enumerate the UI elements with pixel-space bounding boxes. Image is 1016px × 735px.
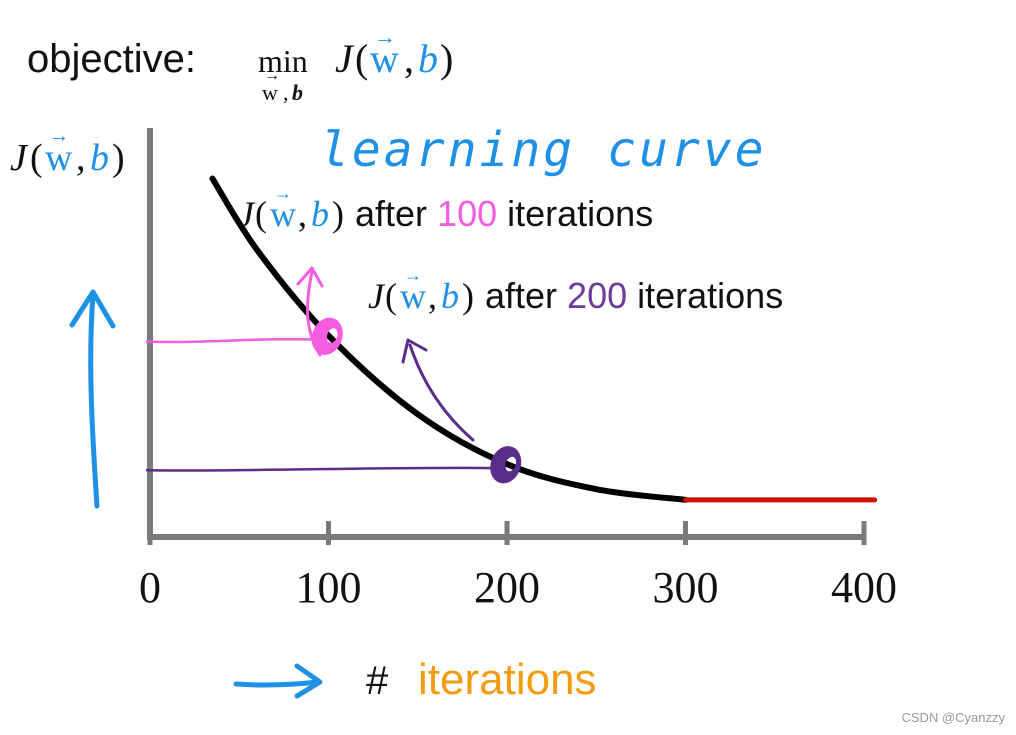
series-line-decreasing xyxy=(209,175,689,503)
ylabel-open: ( xyxy=(30,137,43,179)
objective-subscript-w: w xyxy=(262,80,278,105)
highlight-scribble xyxy=(322,324,342,347)
annotation-100: J ( w → , b ) after 100 iterations xyxy=(238,183,653,234)
purple-annotation-arrow-icon xyxy=(408,343,475,442)
x-ticks: 0 100 200 300 400 xyxy=(139,521,897,612)
x-tick-label: 200 xyxy=(474,563,540,612)
right-arrow-icon xyxy=(233,679,321,688)
guide-line-100 xyxy=(145,337,319,344)
annotation-200-close: ) xyxy=(462,276,474,316)
objective-comma: , xyxy=(404,36,414,81)
ylabel-w: w xyxy=(45,137,73,179)
annotation-100-b: b xyxy=(311,194,329,234)
ylabel-J: J xyxy=(10,137,29,179)
annotation-100-w: w xyxy=(270,194,296,234)
watermark: CSDN @Cyanzzy xyxy=(902,710,1006,725)
objective-b: b xyxy=(418,36,438,81)
vector-arrow-icon: → xyxy=(404,265,422,285)
objective-subscript-b: b xyxy=(292,80,303,105)
objective-close-paren: ) xyxy=(440,36,453,81)
svg-text:after 100 iterations: after 100 iterations xyxy=(345,193,653,234)
right-arrow-head-icon xyxy=(294,663,323,699)
pink-arrow-head-icon xyxy=(296,266,324,288)
up-arrow-icon xyxy=(88,292,100,509)
objective-label: objective: xyxy=(27,37,196,81)
highlight-scribble xyxy=(501,452,521,476)
annotation-200-w: w xyxy=(400,276,426,316)
annotation-200-comma: , xyxy=(428,276,437,316)
pink-annotation-arrow-icon xyxy=(305,270,322,357)
vector-arrow-icon: → xyxy=(374,24,396,49)
annotation-200-before: after xyxy=(475,275,567,316)
x-tick-label: 100 xyxy=(296,563,362,612)
xlabel-hash: # xyxy=(366,659,389,703)
annotation-200: J ( w → , b ) after 200 iterations xyxy=(368,265,783,316)
annotation-200-J: J xyxy=(368,276,386,316)
vector-arrow-icon: → xyxy=(264,67,280,84)
ylabel-comma: , xyxy=(76,137,86,179)
objective-min: min xyxy=(258,43,308,79)
annotation-200-after: iterations xyxy=(627,275,783,316)
xlabel-iterations: iterations xyxy=(418,655,597,704)
guide-line-200 xyxy=(145,466,498,472)
objective-func-J: J xyxy=(335,36,355,81)
highlight-points xyxy=(311,317,522,484)
up-arrow-head-icon xyxy=(69,289,116,329)
svg-text:after 200 iterations: after 200 iterations xyxy=(475,275,783,316)
annotation-200-b: b xyxy=(441,276,459,316)
purple-arrow-head-icon xyxy=(401,338,428,364)
ylabel-close: ) xyxy=(112,137,125,179)
annotation-100-before: after xyxy=(345,193,437,234)
annotation-100-comma: , xyxy=(298,194,307,234)
annotation-200-open: ( xyxy=(385,276,397,316)
annotation-100-open: ( xyxy=(255,194,267,234)
vector-arrow-icon: → xyxy=(274,183,292,203)
annotation-100-J: J xyxy=(238,194,256,234)
x-tick-label: 0 xyxy=(139,563,161,612)
series-group xyxy=(209,175,878,503)
annotation-200-number: 200 xyxy=(567,275,627,316)
objective-open-paren: ( xyxy=(355,36,368,81)
annotation-100-close: ) xyxy=(332,194,344,234)
objective-subscript-comma: , xyxy=(283,80,289,105)
x-tick-label: 400 xyxy=(831,563,897,612)
ylabel-b: b xyxy=(90,137,109,179)
objective-w: w xyxy=(370,36,399,81)
x-tick-label: 300 xyxy=(653,563,719,612)
learning-curve-title: learning curve xyxy=(320,122,767,178)
annotation-100-number: 100 xyxy=(437,193,497,234)
vector-arrow-icon: → xyxy=(49,125,69,147)
annotation-100-after: iterations xyxy=(497,193,653,234)
